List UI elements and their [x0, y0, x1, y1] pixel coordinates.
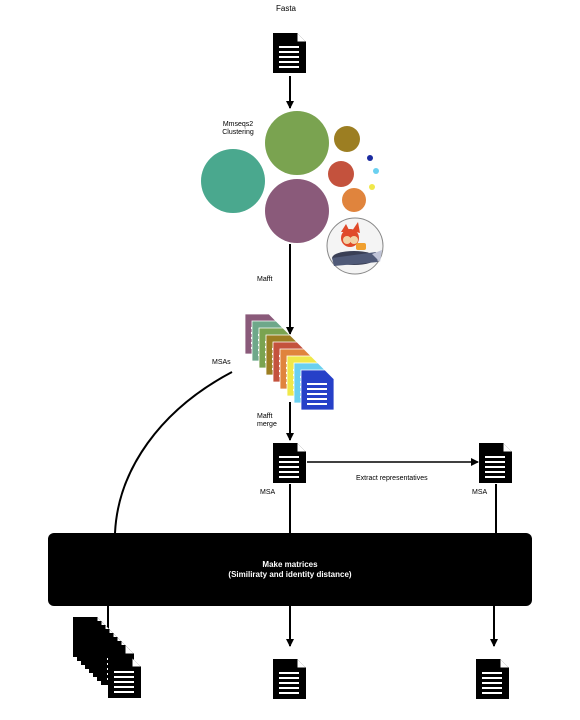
label-msas: MSAs — [212, 359, 231, 366]
label-mafft: Mafft — [257, 276, 273, 283]
msa-stack — [244, 313, 335, 411]
cluster-olive — [334, 126, 360, 152]
matrix-stack-left — [72, 616, 142, 699]
label-clustering-line1: Mmseqs2 — [222, 121, 254, 128]
label-msa-left: MSA — [260, 489, 276, 496]
cluster-teal — [201, 149, 265, 213]
fasta-document-icon — [272, 32, 307, 74]
cluster-green — [265, 111, 329, 175]
make-matrices-box: Make matrices (Similiraty and identity d… — [48, 533, 532, 606]
output-right-document-icon — [475, 658, 510, 700]
cluster-orange — [342, 188, 366, 212]
cluster-purple — [265, 179, 329, 243]
label-mafft-merge: Mafft merge — [257, 413, 277, 429]
label-extract-representatives: Extract representatives — [356, 475, 428, 482]
label-msa-right: MSA — [472, 489, 488, 496]
connectors — [104, 76, 498, 647]
cluster-dot-yellow — [369, 184, 375, 190]
label-fasta: Fasta — [276, 4, 297, 13]
curve-msas-to-matrix — [114, 371, 233, 534]
rocket-mascot-icon — [326, 217, 384, 275]
output-center-document-icon — [272, 658, 307, 700]
label-clustering-line2: Clustering — [222, 129, 254, 136]
cluster-dot-cyan — [373, 168, 379, 174]
make-matrices-title: Make matrices — [262, 559, 318, 569]
cluster-bubbles — [201, 111, 379, 243]
matrix-document-icon — [107, 657, 142, 699]
msa-representatives-document-icon — [478, 442, 513, 484]
make-matrices-subtitle: (Similiraty and identity distance) — [228, 569, 352, 579]
label-mafft-merge-line1: Mafft — [257, 413, 273, 420]
label-mafft-merge-line2: merge — [257, 421, 277, 428]
label-clustering: Mmseqs2 Clustering — [214, 121, 262, 137]
cluster-red — [328, 161, 354, 187]
cluster-dot-navy — [367, 155, 373, 161]
msa-document-icon — [300, 369, 335, 411]
msa-merged-document-icon — [272, 442, 307, 484]
